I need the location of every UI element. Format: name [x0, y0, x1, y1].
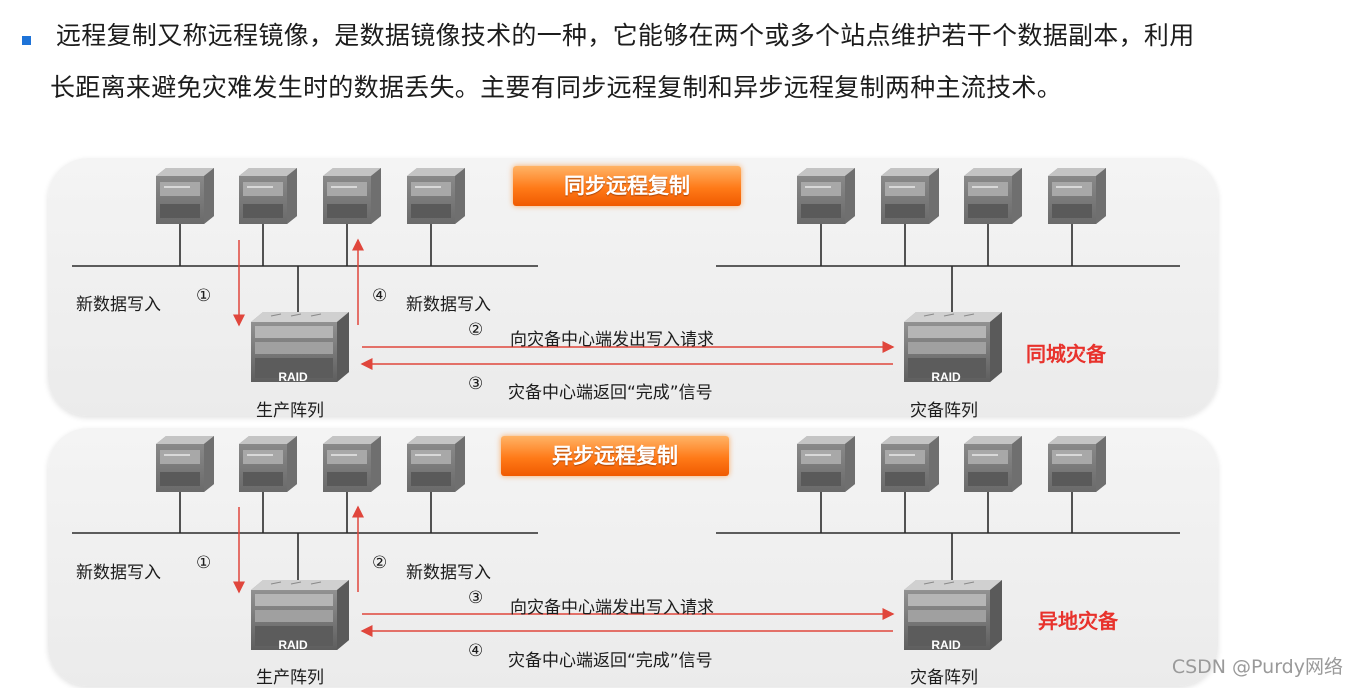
- async-title-banner: 异步远程复制: [501, 436, 729, 476]
- raid-label: RAID: [931, 370, 961, 384]
- sync-step3-number: ③: [468, 374, 484, 394]
- sync-diagram: [72, 168, 1180, 383]
- async-step1-number: ①: [196, 553, 212, 573]
- raid-label: RAID: [278, 638, 308, 652]
- watermark: CSDN @Purdy网络: [1171, 656, 1343, 678]
- sync-step3-label: 灾备中心端返回“完成”信号: [508, 383, 713, 403]
- async-diagram: [72, 436, 1180, 651]
- async-step1-label: 新数据写入: [76, 563, 161, 583]
- sync-step4-label: 新数据写入: [406, 295, 491, 315]
- async-step2-number: ②: [372, 553, 388, 573]
- async-step3-number: ③: [468, 588, 484, 608]
- sync-title-banner: 同步远程复制: [513, 166, 741, 206]
- sync-step1-label: 新数据写入: [76, 295, 161, 315]
- sync-dr-array-label: 灾备阵列: [910, 401, 978, 421]
- raid-label: RAID: [931, 638, 961, 652]
- sync-production-array-label: 生产阵列: [256, 401, 324, 421]
- async-site-label: 异地灾备: [1038, 609, 1118, 633]
- sync-site-label: 同城灾备: [1026, 342, 1106, 366]
- sync-step2-number: ②: [468, 320, 484, 340]
- intro-line-1: 远程复制又称远程镜像，是数据镜像技术的一种，它能够在两个或多个站点维护若干个数据…: [56, 21, 1195, 50]
- bullet-icon: [22, 36, 31, 45]
- sync-step4-number: ④: [372, 286, 388, 306]
- sync-step1-number: ①: [196, 286, 212, 306]
- async-step3-label: 向灾备中心端发出写入请求: [510, 598, 714, 618]
- async-production-array-label: 生产阵列: [256, 668, 324, 688]
- async-step4-label: 灾备中心端返回“完成”信号: [508, 651, 713, 671]
- raid-label: RAID: [278, 370, 308, 384]
- async-step2-label: 新数据写入: [406, 563, 491, 583]
- intro-line-2: 长距离来避免灾难发生时的数据丢失。主要有同步远程复制和异步远程复制两种主流技术。: [50, 73, 1063, 102]
- async-dr-array-label: 灾备阵列: [910, 668, 978, 688]
- async-step4-number: ④: [468, 641, 484, 661]
- sync-step2-label: 向灾备中心端发出写入请求: [510, 330, 714, 350]
